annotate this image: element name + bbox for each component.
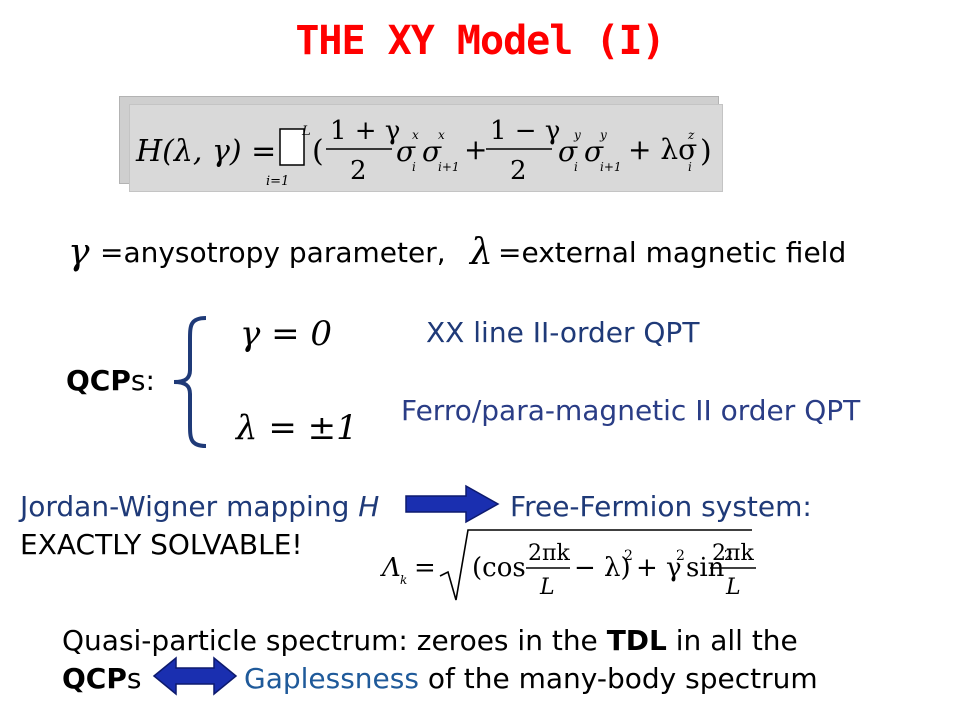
spectrum-formula: Λ k = (cos 2πk L − λ) 2 + γ 2 sin 2 .	[380, 529, 752, 601]
qcp-description-xx: XX line II-order QPT	[426, 316, 700, 349]
term2-numerator: 1 − γ	[490, 116, 560, 146]
lambda-symbol: λ	[470, 232, 493, 273]
svg-text:=: =	[414, 553, 436, 583]
svg-text:σ: σ	[584, 135, 604, 168]
lambda-description: =external magnetic field	[498, 236, 847, 269]
jordan-wigner-text: Jordan-Wigner mapping H	[20, 490, 379, 523]
svg-text:2πk: 2πk	[712, 541, 754, 566]
right-arrow-icon	[405, 484, 500, 524]
svg-text:(: (	[312, 134, 324, 169]
svg-text:i: i	[688, 160, 692, 174]
lower-limit: i=1	[266, 174, 289, 189]
svg-text:+ γ: + γ	[636, 553, 682, 583]
tdl-bold: TDL	[606, 624, 667, 657]
slide-title: THE XY Model (I)	[295, 18, 665, 64]
svg-text:y: y	[599, 128, 607, 142]
svg-text:i+1: i+1	[600, 160, 622, 174]
svg-text:y: y	[573, 128, 581, 142]
spectrum-formula-tail: 2πk L	[710, 541, 756, 600]
term1-denominator: 2	[350, 156, 367, 186]
qcp-label: QCPs:	[66, 364, 155, 397]
gaplessness-text: Gaplessness	[244, 662, 419, 695]
quasi-particle-line1: Quasi-particle spectrum: zeroes in the T…	[62, 624, 798, 657]
svg-text:): )	[700, 134, 712, 169]
quasi-text-c: in all the	[666, 624, 798, 657]
hamiltonian-box: H(λ, γ) = L i=1 ( 1 + γ 2 σ x i σ x i +1 …	[129, 104, 723, 192]
sum-placeholder-box	[279, 128, 305, 166]
qcp-description-ferro: Ferro/para-magnetic II order QPT	[401, 394, 861, 427]
svg-text:i: i	[412, 160, 416, 174]
qcp-label-bold: QCP	[66, 364, 131, 397]
exactly-solvable-text: EXACTLY SOLVABLE!	[20, 528, 303, 561]
qcp-bold: QCP	[62, 662, 127, 695]
svg-text:i+1: i+1	[438, 160, 460, 174]
curly-brace-icon	[173, 316, 207, 448]
term1-operators: σ	[396, 135, 416, 168]
svg-text:k: k	[400, 573, 407, 587]
qcp-s: s	[126, 662, 142, 695]
hamiltonian-symbol: H	[358, 490, 380, 523]
spectrum-lhs: Λ	[380, 553, 401, 583]
svg-text:+: +	[464, 133, 487, 166]
upper-limit: L	[301, 124, 311, 139]
term2-denominator: 2	[510, 156, 527, 186]
svg-text:2πk: 2πk	[528, 541, 570, 566]
term1-numerator: 1 + γ	[330, 116, 400, 146]
qcp-condition-gamma: γ = 0	[240, 314, 333, 354]
quasi-particle-line2-right: Gaplessness of the many-body spectrum	[244, 662, 818, 695]
term3: + λσ	[628, 133, 697, 166]
qcp-condition-lambda: λ = ±1	[236, 408, 358, 448]
svg-text:L: L	[725, 575, 741, 600]
double-arrow-icon	[152, 656, 238, 696]
svg-text:2: 2	[676, 548, 685, 564]
svg-text:− λ): − λ)	[574, 553, 631, 583]
svg-text:x: x	[438, 128, 445, 142]
svg-text:2: 2	[724, 548, 733, 564]
qcp-label-rest: s:	[130, 364, 155, 397]
svg-text:(cos: (cos	[472, 553, 526, 583]
svg-text:σ: σ	[422, 135, 442, 168]
gamma-symbol: γ	[68, 232, 90, 273]
svg-text:L: L	[539, 575, 555, 600]
term2-operators: σ	[558, 135, 578, 168]
quasi-text-a: Quasi-particle spectrum: zeroes in the	[62, 624, 607, 657]
svg-text:z: z	[687, 128, 695, 142]
many-body-text: of the many-body spectrum	[418, 662, 818, 695]
quasi-particle-line2-left: QCPs	[62, 662, 141, 695]
hamiltonian-lhs: H(λ, γ) =	[135, 134, 276, 169]
hamiltonian-formula: H(λ, γ) = L i=1 ( 1 + γ 2 σ x i σ x i +1 …	[135, 116, 712, 189]
svg-text:i: i	[574, 160, 578, 174]
free-fermion-text: Free-Fermion system:	[510, 490, 812, 523]
gamma-description: =anysotropy parameter,	[100, 236, 446, 269]
svg-text:2: 2	[624, 548, 633, 564]
svg-text:x: x	[412, 128, 419, 142]
jordan-wigner-label: Jordan-Wigner mapping	[20, 490, 359, 523]
